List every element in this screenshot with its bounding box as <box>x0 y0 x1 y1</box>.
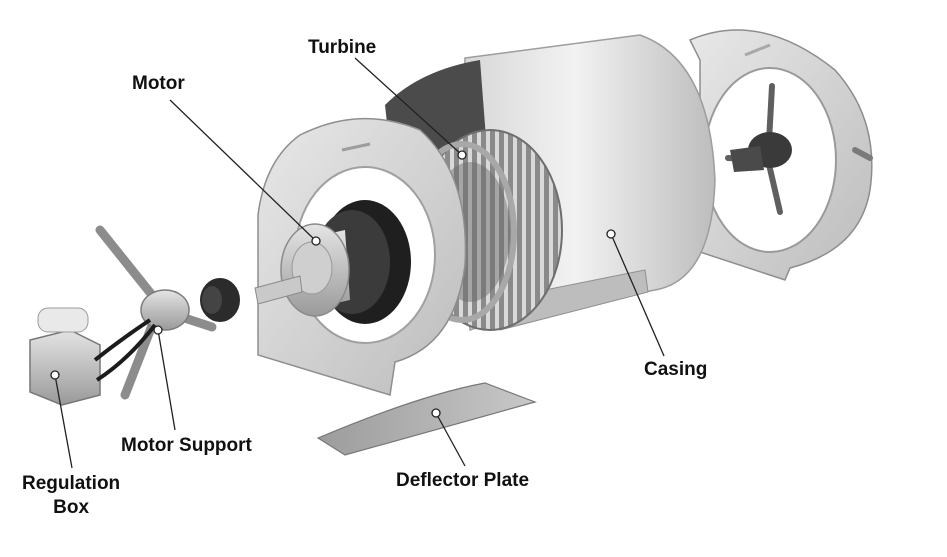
regulation-box-label: Regulation Box <box>22 473 121 518</box>
turbine-label: Turbine <box>308 37 377 58</box>
coupler-hub <box>200 278 240 322</box>
motor-support-label: Motor Support <box>121 435 252 456</box>
casing-leader-dot <box>606 229 616 239</box>
motor-support-leader-dot <box>153 325 163 335</box>
deflector-plate-label: Deflector Plate <box>396 470 530 491</box>
deflector-plate-leader-line <box>435 412 466 467</box>
regulation-box-unit <box>29 307 157 406</box>
motor-support-arms <box>95 225 217 400</box>
deflector-plate-part <box>316 382 537 456</box>
deflector-plate-leader-dot <box>431 408 441 418</box>
regulation-box-leader-line <box>54 374 73 469</box>
casing-leader-line <box>610 233 665 357</box>
turbine-leader-line <box>354 57 463 156</box>
casing-label: Casing <box>644 359 708 380</box>
turbine-leader-dot <box>457 150 467 160</box>
regulation-box-leader-dot <box>50 370 60 380</box>
rear-side-plate <box>688 29 873 281</box>
motor-support-leader-line <box>157 329 176 431</box>
motor-body <box>254 200 411 324</box>
motor-leader-line <box>169 99 317 242</box>
motor-leader-dot <box>311 236 321 246</box>
motor-label: Motor <box>132 73 185 94</box>
